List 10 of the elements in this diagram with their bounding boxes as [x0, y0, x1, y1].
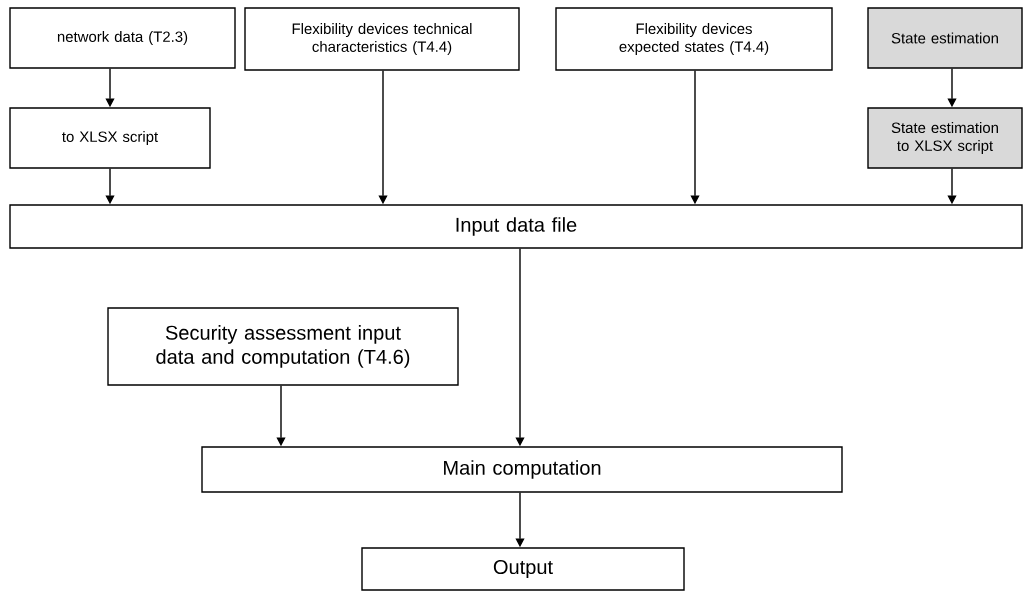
- process-box: Output: [361, 547, 685, 591]
- process-box: Input data file: [9, 204, 1023, 249]
- process-box: network data (T2.3): [9, 7, 236, 69]
- process-box: Flexibility devices technical characteristics (T4.4): [244, 7, 520, 71]
- process-box: Main computation: [201, 446, 843, 493]
- input-box: State estimation to XLSX script: [867, 107, 1023, 169]
- input-box: State estimation: [867, 7, 1023, 69]
- process-box: Flexibility devices expected states (T4.4): [555, 7, 833, 71]
- process-box: Security assessment input data and computation (T4.6): [107, 307, 459, 386]
- process-box: to XLSX script: [9, 107, 211, 169]
